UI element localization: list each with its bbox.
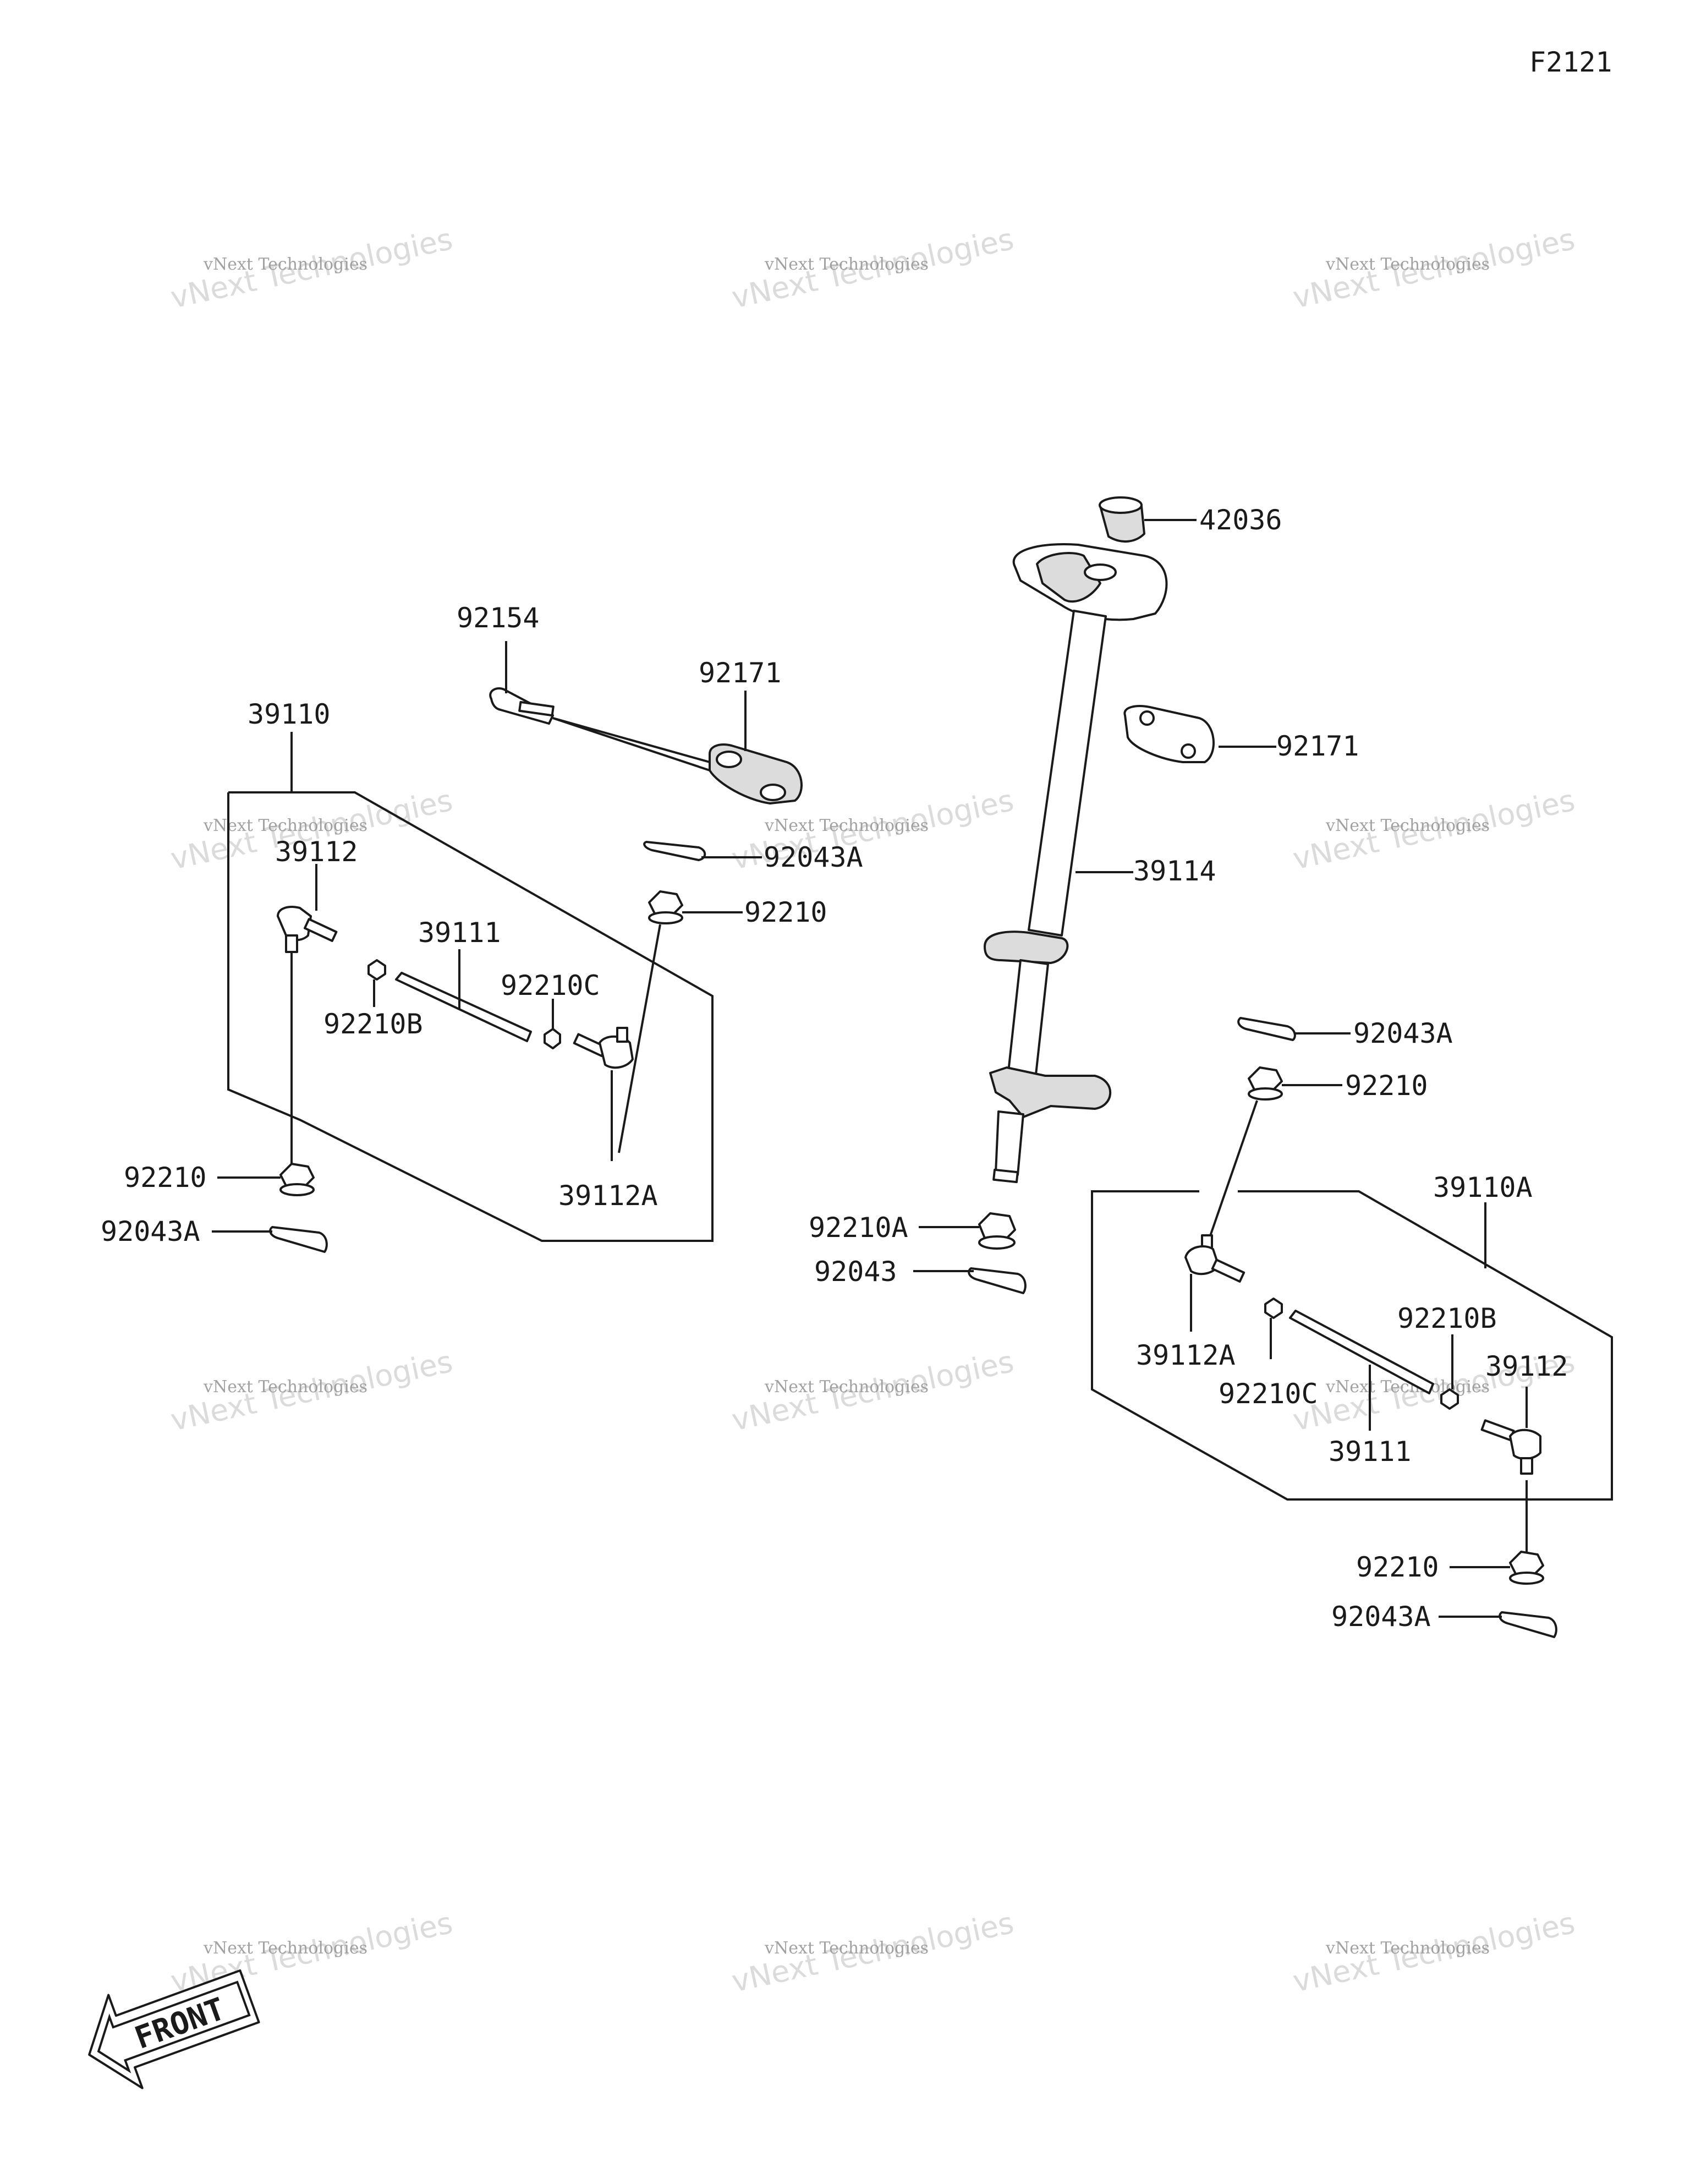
tie-rod-end-39112-right xyxy=(1480,1419,1541,1475)
nut-92210-bottom-left xyxy=(279,1163,315,1196)
label-39112-left: 39112 xyxy=(275,836,358,868)
cotter-pin-92043A-right-top xyxy=(1237,1017,1296,1041)
watermark-line1: vNext Technologies xyxy=(1325,255,1490,274)
watermark-line1: vNext Technologies xyxy=(203,255,367,274)
cotter-pin-92043A-bottom-right xyxy=(1499,1611,1557,1638)
assembly-line-92154-b xyxy=(552,717,710,771)
watermark-line1: vNext Technologies xyxy=(764,816,929,835)
label-39110A: 39110A xyxy=(1433,1172,1533,1203)
label-92210B-left: 92210B xyxy=(323,1008,423,1040)
nut-92210-bottom-right xyxy=(1509,1551,1544,1585)
label-92043A-bottom-left: 92043A xyxy=(101,1216,200,1247)
label-92210C-left: 92210C xyxy=(501,970,600,1001)
label-42036: 42036 xyxy=(1199,504,1282,536)
assembly-line-92210-top-left xyxy=(618,924,661,1153)
label-92210-top-left: 92210 xyxy=(744,896,827,928)
label-39112A-left: 39112A xyxy=(558,1180,658,1212)
nut-92210-right-top xyxy=(1248,1066,1283,1101)
assembly-line-92210-right-top xyxy=(1206,1100,1258,1244)
bushing-42036 xyxy=(1099,496,1145,543)
nut-92210C-left xyxy=(544,1028,561,1049)
tie-rod-end-39112-left xyxy=(277,906,338,953)
label-92171-left: 92171 xyxy=(699,657,782,689)
label-92210-bottom-left: 92210 xyxy=(124,1162,207,1194)
label-92043A-bottom-right: 92043A xyxy=(1331,1601,1431,1633)
label-39114: 39114 xyxy=(1133,855,1216,887)
bolt-92154 xyxy=(489,687,555,725)
nut-92210C-right xyxy=(1264,1298,1283,1319)
label-39112-right: 39112 xyxy=(1485,1350,1568,1382)
label-39111-left: 39111 xyxy=(418,917,501,949)
label-92210B-right: 92210B xyxy=(1397,1302,1497,1334)
label-39111-right: 39111 xyxy=(1329,1436,1412,1468)
nut-92210B-right xyxy=(1440,1388,1459,1410)
label-92210-bottom-right: 92210 xyxy=(1356,1551,1439,1583)
watermark-line1: vNext Technologies xyxy=(203,1377,367,1397)
tie-rod-end-39112A-right xyxy=(1184,1234,1245,1283)
watermark-line1: vNext Technologies xyxy=(203,816,367,835)
watermark-line1: vNext Technologies xyxy=(764,1939,929,1958)
watermark-line1: vNext Technologies xyxy=(764,255,929,274)
steering-shaft-39114 xyxy=(984,543,1168,1184)
cotter-pin-92043A-top-left xyxy=(643,841,706,861)
label-92043A-right-top: 92043A xyxy=(1353,1017,1453,1049)
tie-rod-39111-left xyxy=(395,972,532,1042)
label-92154: 92154 xyxy=(457,602,540,634)
label-92210-right-top: 92210 xyxy=(1345,1070,1428,1102)
tie-rod-end-39112A-left xyxy=(573,1027,634,1069)
watermark-line1: vNext Technologies xyxy=(1325,1939,1490,1958)
cotter-pin-92043 xyxy=(968,1267,1027,1294)
watermark-line1: vNext Technologies xyxy=(1325,816,1490,835)
label-92210C-right: 92210C xyxy=(1219,1378,1318,1410)
nut-92210-top-left xyxy=(648,890,683,924)
label-92210A: 92210A xyxy=(809,1212,908,1244)
watermark-line1: vNext Technologies xyxy=(764,1377,929,1397)
group-outline-39110 xyxy=(227,791,714,1242)
label-92043A-top-left: 92043A xyxy=(764,841,863,873)
label-92043: 92043 xyxy=(814,1256,897,1288)
cotter-pin-92043A-bottom-left xyxy=(269,1226,328,1253)
nut-92210B-left xyxy=(367,959,386,981)
diagram-code: F2121 xyxy=(1529,46,1612,78)
label-39110: 39110 xyxy=(248,698,331,730)
watermark-line1: vNext Technologies xyxy=(203,1939,367,1958)
tie-rod-39111-right xyxy=(1289,1310,1434,1394)
holder-92171-right xyxy=(1123,705,1215,763)
assembly-line-92154-a xyxy=(552,717,710,763)
holder-92171-left xyxy=(709,743,803,804)
label-39112A-right: 39112A xyxy=(1136,1339,1236,1371)
nut-92210A xyxy=(978,1212,1016,1250)
label-92171-right: 92171 xyxy=(1276,730,1359,762)
group-outline-39110A xyxy=(1091,1190,1613,1501)
